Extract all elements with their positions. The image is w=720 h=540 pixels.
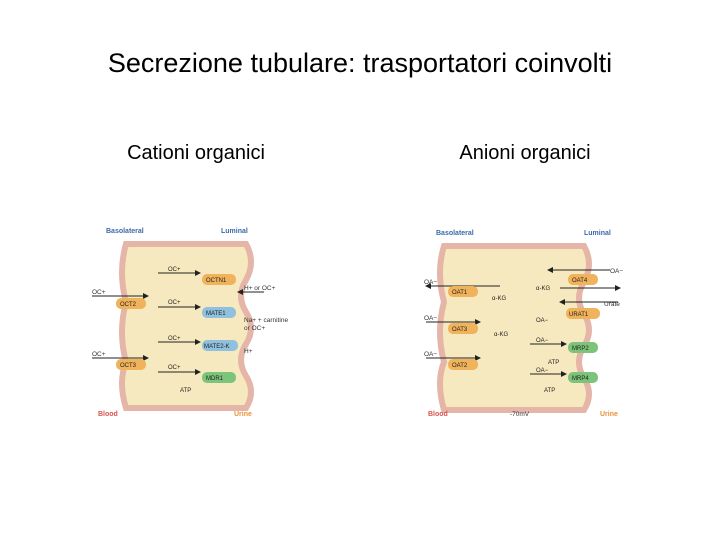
blood-label: Blood	[98, 411, 118, 418]
oct2-label: OCT2	[120, 302, 137, 308]
oct3-label: OCT3	[120, 363, 137, 369]
mrp2-transporter	[568, 342, 598, 353]
mdr1-transporter	[202, 372, 236, 383]
oa-mid-label-2: OA−	[536, 318, 549, 324]
oat1-transporter	[448, 286, 478, 297]
mdr1-label: MDR1	[206, 376, 224, 382]
octn1-label: OCTN1	[206, 278, 227, 284]
basolateral-label: Basolateral	[436, 230, 474, 237]
oa-right-label-1: OA−	[610, 268, 623, 275]
oc-left-label-2: OC+	[92, 351, 106, 358]
oat1-label: OAT1	[452, 290, 468, 296]
oat2-transporter	[448, 359, 478, 370]
mate2k-transporter	[202, 340, 238, 351]
oa-left-label-3: OA−	[424, 351, 437, 358]
oc-mid-label-3: OC+	[168, 365, 181, 371]
oc-label-1: OC+	[168, 267, 181, 273]
mate1-label: MATE1	[206, 311, 226, 317]
membrane-potential-label: -70mV	[510, 411, 530, 418]
urine-label: Urine	[234, 411, 252, 418]
slide-title: Secrezione tubulare: trasportatori coinv…	[107, 48, 613, 78]
basolateral-label: Basolateral	[106, 228, 144, 235]
mrp2-label: MRP2	[572, 346, 589, 352]
mrp4-label: MRP4	[572, 376, 589, 382]
heading-organic-cations: Cationi organici	[127, 142, 265, 164]
atp-label-2: ATP	[544, 388, 555, 394]
oat3-transporter	[448, 323, 478, 334]
oc-left-label-1: OC+	[92, 289, 106, 296]
atp-label-1: ATP	[548, 360, 559, 366]
na-carnitine-label: Na+ + carnitine	[244, 317, 288, 324]
blood-label: Blood	[428, 411, 448, 418]
urate-label: Urate	[604, 301, 620, 308]
organic-anions-diagram: Basolateral Luminal OA− OAT1 α-KG OAT4 O…	[424, 230, 623, 418]
oa-left-label-1: OA−	[424, 279, 437, 286]
akg-label-1: α-KG	[492, 296, 506, 302]
oc-mid-label-2: OC+	[168, 336, 181, 342]
urat1-label: URAT1	[569, 312, 589, 318]
h-plus-label: H+	[244, 348, 253, 355]
oat4-label: OAT4	[572, 278, 588, 284]
oct2-transporter	[116, 298, 146, 309]
organic-cations-diagram: Basolateral Luminal OC+ OCTN1 H+ or OC+ …	[92, 228, 288, 418]
urat1-transporter	[566, 308, 600, 319]
oa-mid-label-4: OA−	[536, 368, 549, 374]
mate1-transporter	[202, 307, 236, 318]
akg-label-2: α-KG	[494, 332, 508, 338]
luminal-label: Luminal	[584, 230, 611, 237]
cell-body	[119, 241, 254, 411]
oat4-transporter	[568, 274, 598, 285]
mate2k-label: MATE2-K	[204, 344, 230, 350]
mrp4-transporter	[568, 372, 598, 383]
octn1-transporter	[202, 274, 236, 285]
or-oc-label: or OC+	[244, 325, 265, 332]
oa-mid-label-3: OA−	[536, 338, 549, 344]
luminal-label: Luminal	[221, 228, 248, 235]
oc-mid-label: OC+	[168, 300, 181, 306]
heading-organic-anions: Anioni organici	[459, 142, 591, 164]
h-or-oc-label: H+ or OC+	[244, 285, 276, 292]
atp-label: ATP	[180, 388, 191, 394]
oat3-label: OAT3	[452, 327, 468, 333]
oa-left-label-2: OA−	[424, 315, 437, 322]
oct3-transporter	[116, 359, 146, 370]
urine-label: Urine	[600, 411, 618, 418]
akg-mid-label-1: α-KG	[536, 286, 550, 292]
oat2-label: OAT2	[452, 363, 468, 369]
